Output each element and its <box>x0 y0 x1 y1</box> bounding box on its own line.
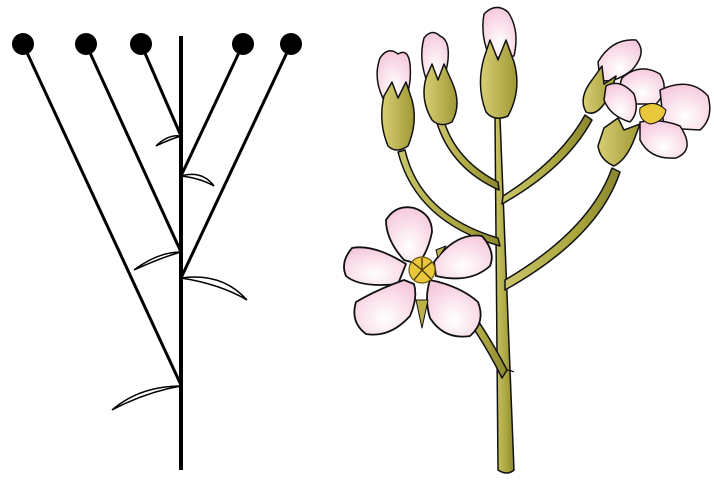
open-flower-petal-bottom-right <box>427 280 481 337</box>
main-stem <box>495 118 514 473</box>
open-flower-petal-top <box>386 207 432 264</box>
pedicel-5 <box>181 44 291 278</box>
flower-node-2 <box>75 33 97 55</box>
bract-2 <box>181 174 214 186</box>
pedicel-4 <box>181 44 243 176</box>
flower-node-1 <box>12 33 34 55</box>
bud-2-sepals <box>424 64 457 125</box>
bud-2 <box>422 32 457 124</box>
open-flower-petal-bottom-left <box>354 280 415 335</box>
partly-open-sepals <box>598 118 640 166</box>
bract-3 <box>134 252 181 270</box>
partly-open-flower <box>598 69 710 166</box>
bud-1 <box>377 51 414 150</box>
bract-1 <box>156 136 181 146</box>
branch-left-mid <box>436 118 499 190</box>
open-flower-petal-left <box>344 247 406 285</box>
pedicel-1 <box>23 44 181 385</box>
bud-3 <box>480 7 516 118</box>
open-flower-petal-right <box>434 236 492 279</box>
partly-open-petal-bottom <box>640 121 687 159</box>
bract-5 <box>112 386 181 410</box>
illustration-panel <box>344 7 710 473</box>
flower-node-5 <box>280 33 302 55</box>
open-flower-sepal-tip-1 <box>416 300 428 328</box>
pedicel-2 <box>86 44 181 252</box>
schematic-panel <box>12 33 302 470</box>
pedicel-3 <box>141 44 181 136</box>
flower-node-3 <box>130 33 152 55</box>
branch-right-upper <box>502 115 592 204</box>
bract-4 <box>181 277 247 300</box>
flower-node-4 <box>232 33 254 55</box>
